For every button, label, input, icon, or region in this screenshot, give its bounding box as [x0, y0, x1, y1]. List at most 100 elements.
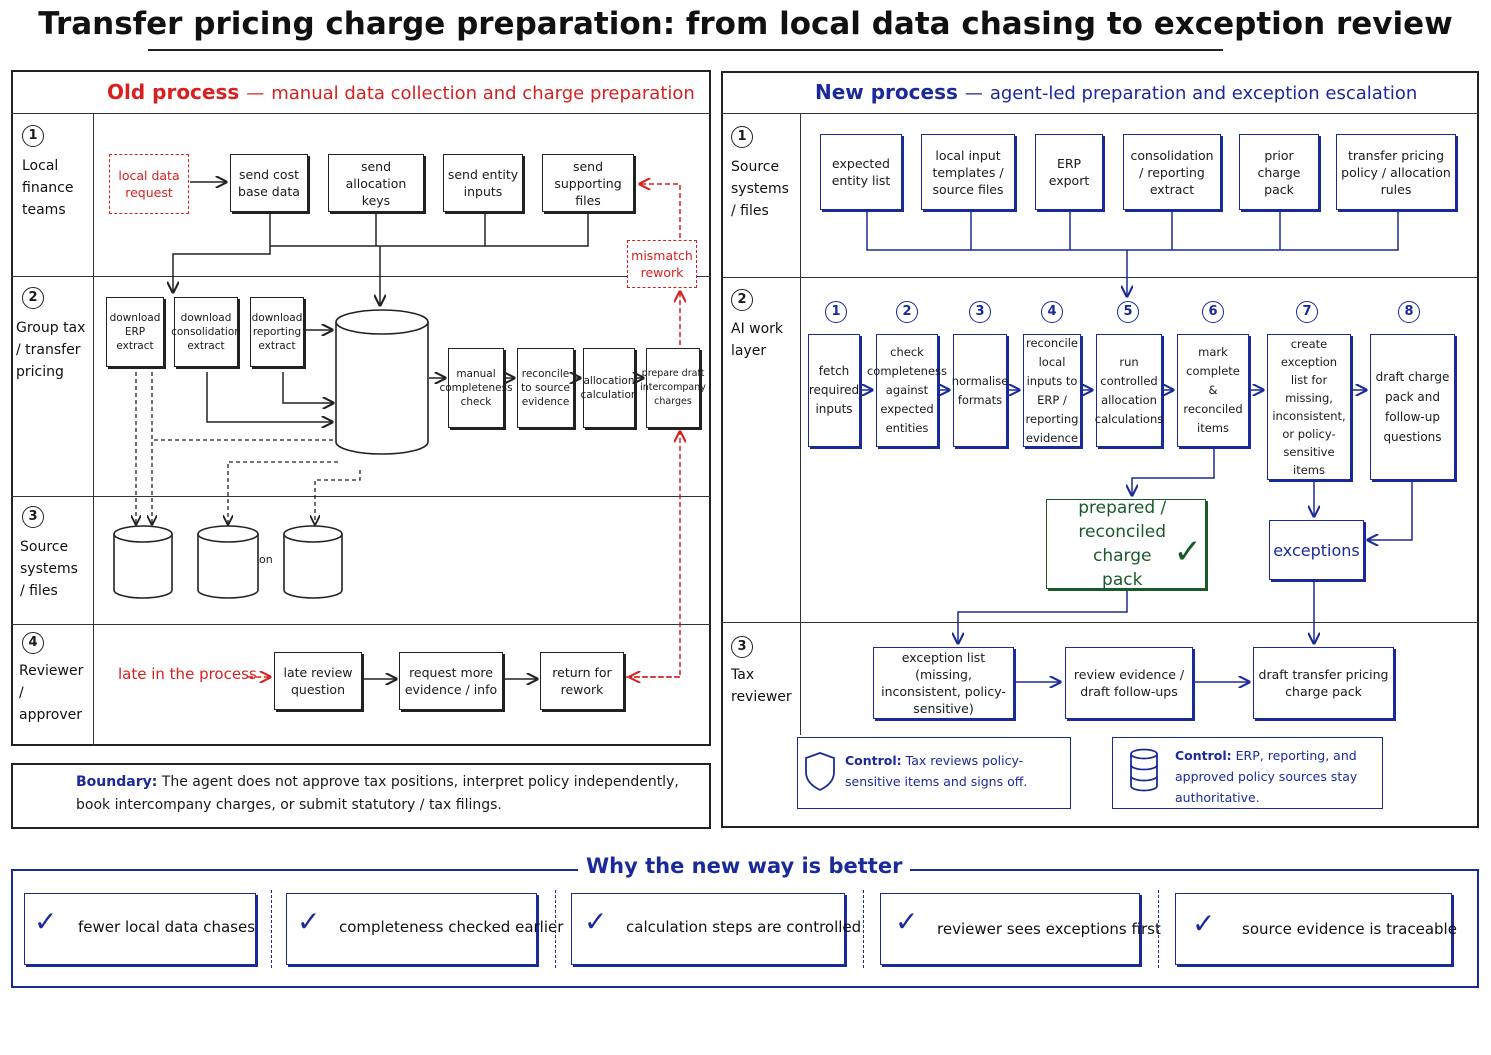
control-label: Control: — [1175, 748, 1232, 763]
step-number: 7 — [1296, 301, 1318, 323]
why-item — [24, 893, 256, 965]
workbook-consolidation-label: workbook consolidation (transfer pricing… — [341, 350, 425, 445]
new-header-title: New process — [815, 80, 958, 104]
why-separator — [271, 890, 272, 968]
step-check-completeness: check completeness against expected enti… — [867, 334, 947, 447]
check-icon: ✓ — [297, 905, 321, 938]
step-fetch-inputs: fetch required inputs — [808, 334, 860, 447]
source-local-input-templates: local input templates / source files — [921, 134, 1015, 210]
why-item-text: source evidence is traceable — [1242, 920, 1457, 938]
title-underline — [148, 49, 1223, 51]
source-expected-entity-list: expected entity list — [820, 134, 902, 210]
download-erp-extract-box: download ERP extract — [106, 297, 164, 367]
new-lane-divider — [721, 277, 1479, 278]
old-lane-number: 2 — [22, 287, 44, 309]
step-number: 8 — [1398, 301, 1420, 323]
why-item-text: calculation steps are controlled — [626, 918, 862, 936]
why-item-text: completeness checked earlier — [339, 918, 564, 936]
old-lane-number: 1 — [22, 125, 44, 147]
step-draft-charge-pack: draft charge pack and follow-up question… — [1370, 334, 1455, 480]
allocation-calculation-box: allocation calculation — [581, 348, 638, 428]
control-label: Control: — [845, 753, 902, 768]
why-item — [1175, 893, 1452, 965]
why-separator — [1158, 890, 1159, 968]
boundary-box — [11, 763, 711, 829]
new-lane-number: 1 — [731, 126, 753, 148]
source-erp-export: ERP export — [1035, 134, 1103, 210]
new-process-header: New process — agent-led preparation and … — [815, 80, 1417, 104]
new-lane-divider — [721, 622, 1479, 623]
why-item-text: fewer local data chases — [78, 918, 256, 936]
control-tax-text: Tax reviews policy-sensitive items and s… — [845, 753, 1028, 789]
erp-system-label: ERP system — [121, 553, 165, 583]
consolidation-system-label: Consolidation system — [198, 553, 273, 582]
old-lane-divider — [11, 496, 711, 497]
new-lane-column-divider — [800, 113, 801, 735]
why-title: Why the new way is better — [578, 854, 911, 878]
page-title: Transfer pricing charge preparation: fro… — [38, 6, 1453, 42]
old-lane-divider — [11, 276, 711, 277]
new-lane-label: Tax reviewer — [731, 667, 792, 705]
prepare-draft-charges-box: prepare draft intercompany charges — [640, 348, 706, 428]
old-lane-label: Local finance teams — [22, 158, 74, 218]
new-header-sub: agent-led preparation and exception esca… — [989, 83, 1418, 104]
new-lane-label: Source systems / files — [731, 159, 789, 219]
check-icon: ✓ — [895, 905, 919, 938]
why-separator — [863, 890, 864, 968]
step-mark-complete: mark complete & reconciled items — [1177, 334, 1249, 447]
reconcile-to-source-box: reconcile to source evidence — [517, 348, 574, 428]
boundary-label: Boundary: — [76, 774, 158, 790]
old-header-divider — [11, 113, 711, 114]
old-lane-number: 4 — [22, 632, 44, 654]
old-process-header: Old process — manual data collection and… — [107, 80, 695, 104]
late-review-question-box: late review question — [274, 652, 362, 710]
new-lane-label: AI work layer — [731, 321, 784, 359]
request-more-evidence-box: request more evidence / info — [399, 652, 503, 710]
control-tax-review-box — [797, 737, 1071, 809]
boundary-text: The agent does not approve tax positions… — [76, 774, 679, 813]
return-for-rework-box: return for rework — [540, 652, 624, 710]
why-item — [880, 893, 1140, 965]
why-item-text: reviewer sees exceptions first — [937, 920, 1161, 938]
step-number: 6 — [1202, 301, 1224, 323]
why-item — [286, 893, 537, 965]
boundary-note: Boundary: The agent does not approve tax… — [76, 771, 686, 817]
download-consolidation-extract-box: download consolidation extract — [171, 297, 241, 367]
why-separator — [555, 890, 556, 968]
send-supporting-files-box: send supporting files — [542, 154, 634, 212]
exceptions-box: exceptions — [1269, 520, 1364, 580]
old-header-dash: — — [246, 83, 265, 104]
check-icon: ✓ — [584, 905, 608, 938]
step-normalise-formats: normalise formats — [952, 334, 1008, 447]
step-number: 1 — [825, 301, 847, 323]
why-item — [571, 893, 845, 965]
step-number: 5 — [1117, 301, 1139, 323]
step-create-exception-list: create exception list for missing, incon… — [1267, 334, 1351, 480]
reporting-bi-system-label: Reporting/ BI system — [284, 553, 342, 582]
green-check-icon: ✓ — [1173, 532, 1203, 572]
control-sources-text-body: ERP, reporting, and approved policy sour… — [1175, 748, 1358, 805]
late-in-process-label: late in the process — [118, 665, 257, 683]
mismatch-rework-box: mismatch rework — [627, 240, 697, 288]
check-icon: ✓ — [1192, 907, 1216, 940]
old-lane-label: Reviewer / approver — [19, 663, 84, 723]
check-icon: ✓ — [34, 905, 58, 938]
reviewer-review-evidence-box: review evidence / draft follow-ups — [1065, 647, 1193, 719]
old-header-title: Old process — [107, 80, 240, 104]
source-transfer-pricing-policy: transfer pricing policy / allocation rul… — [1336, 134, 1456, 210]
prepared-charge-pack-box: prepared / reconciled charge pack ✓ — [1046, 498, 1206, 590]
new-lane-number: 3 — [731, 636, 753, 658]
old-lane-label: Source systems / files — [20, 539, 78, 599]
old-lane-label: Group tax / transfer pricing — [16, 320, 86, 380]
old-header-sub: manual data collection and charge prepar… — [271, 83, 695, 104]
send-allocation-keys-box: send allocation keys — [328, 154, 424, 212]
step-number: 2 — [896, 301, 918, 323]
send-cost-base-box: send cost base data — [230, 154, 308, 212]
control-sources-text: Control: ERP, reporting, and approved po… — [1175, 745, 1375, 808]
reviewer-exception-list-box: exception list (missing, inconsistent, p… — [873, 647, 1014, 719]
control-tax-review-text: Control: Tax reviews policy-sensitive it… — [845, 750, 1065, 792]
old-lane-number: 3 — [22, 506, 44, 528]
new-lane-number: 2 — [731, 289, 753, 311]
manual-completeness-check-box: manual completeness check — [439, 348, 513, 428]
step-number: 4 — [1041, 301, 1063, 323]
